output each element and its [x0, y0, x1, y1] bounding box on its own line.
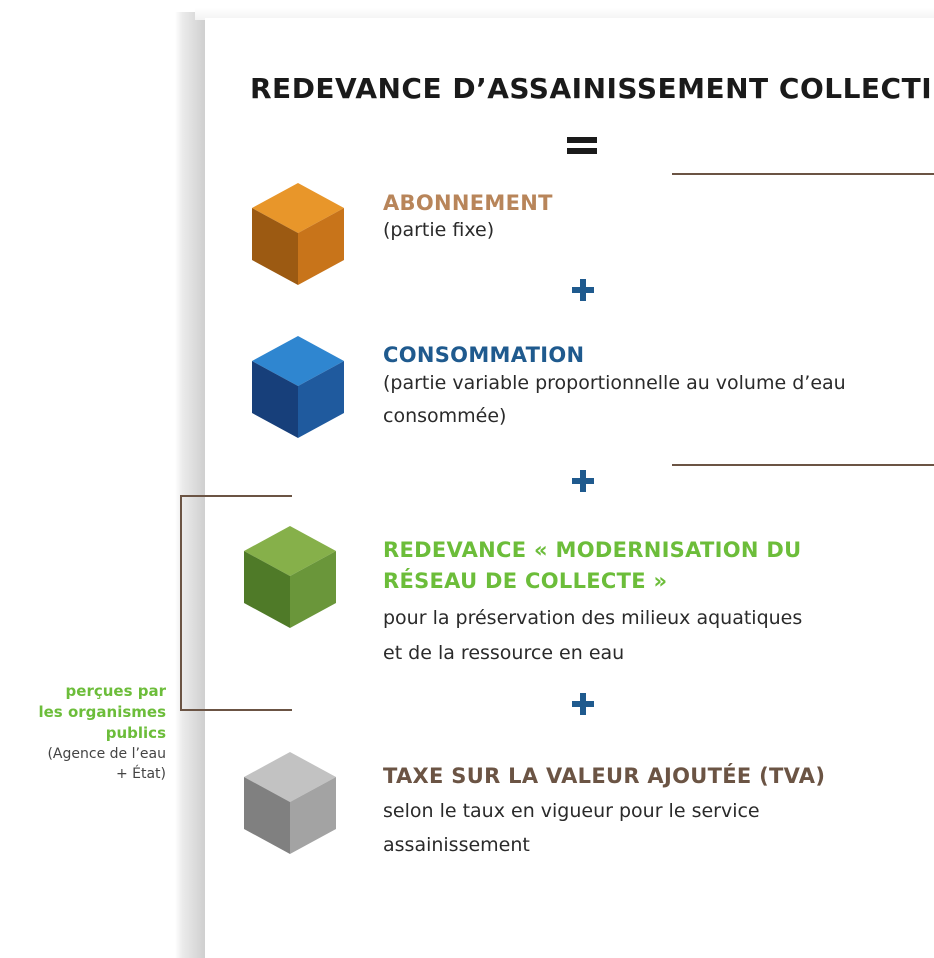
side-note-line4: (Agence de l’eau [47, 746, 166, 762]
plus-icon [572, 279, 594, 301]
tva-desc-line1: selon le taux en vigueur pour le service [383, 800, 760, 822]
consommation-label: CONSOMMATION [383, 343, 585, 367]
equals-sign [567, 137, 597, 155]
diagram-title: REDEVANCE D’ASSAINISSEMENT COLLECTIF [250, 72, 934, 105]
plus-icon [572, 693, 594, 715]
redevance-modernisation-label-line1: REDEVANCE « MODERNISATION DU [383, 538, 802, 562]
side-note-line1: perçues par [65, 682, 166, 700]
redevance-modernisation-desc-line1: pour la préservation des milieux aquatiq… [383, 607, 803, 629]
green-cube-icon [244, 526, 336, 628]
abonnement-label: ABONNEMENT [383, 191, 553, 215]
orange-cube-icon [252, 183, 344, 285]
divider-line-middle [672, 464, 934, 466]
divider-line-top [672, 173, 934, 175]
side-note: perçues par les organismes publics (Agen… [38, 681, 166, 784]
redevance-modernisation-label-line2: RÉSEAU DE COLLECTE » [383, 569, 668, 593]
side-note-line3: publics [105, 724, 166, 742]
consommation-desc-line1: (partie variable proportionnelle au volu… [383, 372, 846, 394]
tva-desc-line2: assainissement [383, 834, 530, 856]
grey-cube-icon [244, 752, 336, 854]
abonnement-desc: (partie fixe) [383, 219, 495, 241]
blue-cube-icon [252, 336, 344, 438]
plus-icon [572, 470, 594, 492]
organismes-publics-bracket [180, 495, 292, 711]
side-note-line5: + État) [115, 766, 166, 782]
consommation-desc-line2: consommée) [383, 405, 507, 427]
panel-shadow-top [195, 8, 934, 20]
panel-shadow [175, 12, 205, 958]
tva-label: TAXE SUR LA VALEUR AJOUTÉE (TVA) [383, 764, 826, 788]
redevance-modernisation-desc-line2: et de la ressource en eau [383, 642, 625, 664]
side-note-line2: les organismes [38, 703, 166, 721]
